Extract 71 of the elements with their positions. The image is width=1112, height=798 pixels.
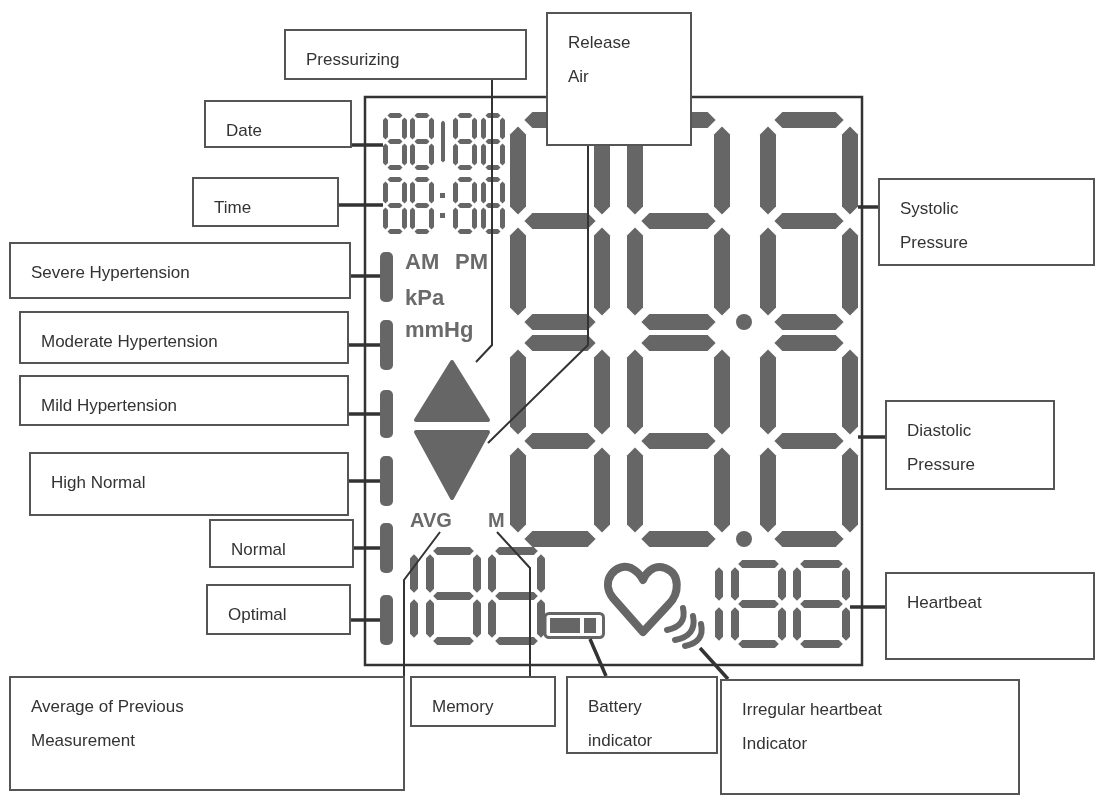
digit-display <box>383 177 505 234</box>
callout-box <box>192 177 339 227</box>
callout-text: Diastolic Pressure <box>907 420 977 476</box>
callout-text: Average of Previous Measurement <box>31 696 185 752</box>
callout-box <box>206 584 351 635</box>
callout-text: Moderate Hypertension <box>41 331 219 353</box>
callout-text: Time <box>214 197 253 219</box>
callout-text: Heartbeat <box>907 592 983 614</box>
lcd-label: kPa <box>405 286 445 310</box>
callout-box <box>566 676 718 754</box>
indicator-bar <box>380 252 393 302</box>
callout-text: Severe Hypertension <box>31 262 191 284</box>
callout-text: Optimal <box>228 604 288 626</box>
lcd-label: M <box>488 508 505 532</box>
leader-line <box>339 203 383 207</box>
indicator-bar <box>380 390 393 438</box>
leader-line <box>403 531 441 677</box>
leader-line <box>475 79 493 363</box>
leader-line <box>858 435 885 439</box>
callout-text: Battery indicator <box>588 696 654 752</box>
callout-box <box>204 100 352 148</box>
digit-display <box>510 335 858 547</box>
callout-text: Mild Hypertension <box>41 395 179 417</box>
callout-text: Systolic Pressure <box>900 198 970 254</box>
digit-display <box>383 113 505 170</box>
triangle-segment <box>414 430 490 500</box>
callout-box <box>885 572 1095 660</box>
leader-line <box>487 145 589 444</box>
leader-line <box>354 546 380 550</box>
leader-line <box>351 274 380 278</box>
leader-line <box>349 412 380 416</box>
callout-box <box>410 676 556 727</box>
callout-text: Date <box>226 120 263 142</box>
digit-display <box>715 560 850 648</box>
callout-box <box>19 311 349 364</box>
lcd-label: AM <box>405 250 440 274</box>
callout-text: High Normal <box>51 472 147 494</box>
lcd-label: AVG <box>410 508 452 532</box>
callout-text: Memory <box>432 696 495 718</box>
callout-box <box>885 400 1055 490</box>
callout-box <box>19 375 349 426</box>
callout-box <box>209 519 354 568</box>
battery-icon <box>540 612 605 639</box>
lcd-label: mmHg <box>405 318 474 342</box>
leader-line <box>496 531 531 677</box>
indicator-bar <box>380 595 393 645</box>
callout-box <box>878 178 1095 266</box>
leader-line <box>352 143 383 147</box>
digit-display <box>510 112 858 330</box>
callout-text: Release Air <box>568 32 632 88</box>
indicator-bar <box>380 523 393 573</box>
leader-line <box>349 479 380 483</box>
callout-box <box>9 676 405 791</box>
lcd-label: PM <box>455 250 488 274</box>
indicator-bar <box>380 320 393 370</box>
leader-line <box>349 343 380 347</box>
callout-text: Irregular heartbeat Indicator <box>742 699 883 755</box>
triangle-segment <box>414 360 490 422</box>
leader-line <box>858 205 878 209</box>
callout-text: Pressurizing <box>306 49 401 71</box>
heart-icon <box>603 562 705 649</box>
leader-line <box>698 646 730 681</box>
callout-box <box>284 29 527 80</box>
callout-box <box>29 452 349 516</box>
callout-box <box>546 12 692 146</box>
callout-text: Normal <box>231 539 287 561</box>
callout-box <box>720 679 1020 795</box>
callout-box <box>9 242 351 299</box>
leader-line <box>351 618 380 622</box>
indicator-bar <box>380 456 393 506</box>
leader-line <box>850 605 885 609</box>
